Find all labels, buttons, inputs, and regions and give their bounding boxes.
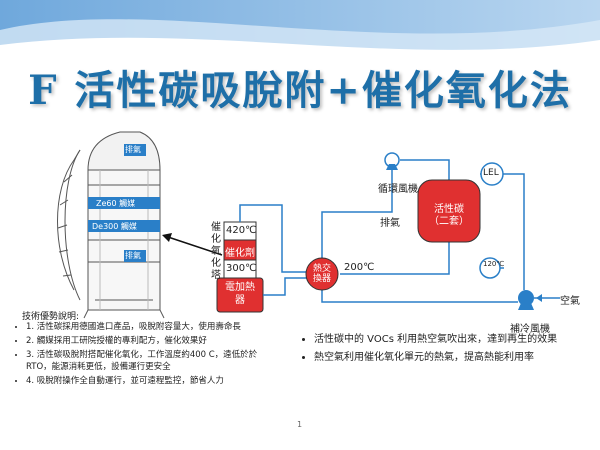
advantages-list: 1. 活性碳採用德國進口產品，吸脫附容量大，使用壽命長 2. 觸媒採用工研院授權… [14,321,258,389]
air-label: 空氣 [560,296,580,307]
carbon-unit-label: 活性碳（二套） [429,204,469,227]
process-notes: 活性碳中的 VOCs 利用熱空氣吹出來，達到再生的效果 熱空氣利用催化氧化單元的… [300,333,574,369]
tower-de300-label: De300 觸媒 [92,222,137,231]
page-number: 1 [297,420,303,429]
advantages-heading: 技術優勢說明: [22,312,80,322]
heat-exchanger-shape [305,257,339,291]
lel-label: LEL [483,168,499,178]
cooling-fan-icon [518,290,534,310]
advantage-item: 3. 活性碳吸脫附搭配催化氧化，工作溫度約400 C，遠低於於RTO，能源消耗更… [26,349,258,373]
note-item: 熱空氣利用催化氧化單元的熱氣，提高熱能利用率 [314,351,574,365]
heater-label: 電加熱器 [225,282,255,306]
tower-exhaust-top-label: 排氣 [125,145,141,154]
air-inlet-arrow [536,294,542,302]
temp-200-label: 200℃ [344,262,375,273]
temp-300-label: 300℃ [226,263,257,274]
note-item: 活性碳中的 VOCs 利用熱空氣吹出來，達到再生的效果 [314,333,574,347]
page-title: F 活性碳吸脫附+催化氧化法 [28,67,572,114]
advantage-item: 1. 活性碳採用德國進口產品，吸脫附容量大，使用壽命長 [26,321,258,333]
header-banner [0,0,600,62]
circulation-fan-label: 循環風機 [378,184,418,195]
temp-120-label: 120℃ [483,260,505,268]
cooling-fan-label: 補冷風機 [510,324,550,335]
temp-420-label: 420℃ [226,225,257,236]
zone-de300-bar [88,220,160,232]
catalyst-label: 催化劑 [225,248,255,259]
lel-sensor-shape [480,162,504,186]
exhaust-label: 排氣 [380,218,400,229]
circulation-fan-icon [384,152,400,170]
exhaust-bottom-tag [124,250,146,262]
advantage-item: 2. 觸媒採用工研院授權的專利配方，催化效果好 [26,335,258,347]
heat-exchanger-label: 熱交換器 [312,264,331,284]
tower-ze60-label: Ze60 觸媒 [96,199,136,208]
carbon-vessel-shape [417,179,481,243]
pointer-arrowhead [162,233,172,242]
advantage-item: 4. 吸脫附操作全自動運行，並可遠程監控，節省人力 [26,375,258,387]
catalytic-tower-label: 催化氧化塔 [211,222,221,281]
zone-ze60-bar [88,197,160,209]
exhaust-top-tag [124,144,146,156]
temp-120-gauge [479,257,501,279]
tower-exhaust-bottom-label: 排氣 [125,251,141,260]
catalytic-unit [216,221,264,313]
adsorption-tower [57,131,165,319]
